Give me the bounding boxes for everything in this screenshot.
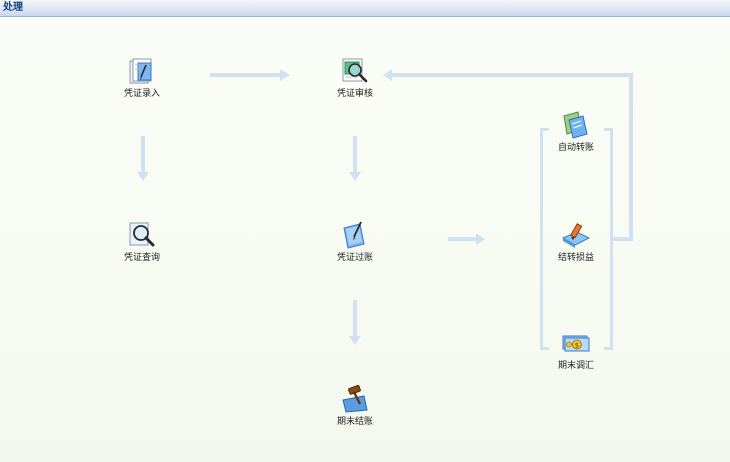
arrow-posting-to-close-head (349, 336, 361, 345)
arrow-feedback-vertical (629, 73, 633, 241)
node-label: 自动转账 (557, 143, 594, 153)
node-voucher-entry[interactable]: 凭证录入 (107, 56, 177, 100)
node-fx-adjust[interactable]: $ 期末调汇 (541, 328, 611, 372)
node-label: 凭证审核 (336, 89, 373, 99)
pen-paper-icon (561, 223, 591, 248)
node-label: 结转损益 (557, 253, 594, 263)
arrow-posting-to-transfer (448, 237, 476, 241)
node-carry-profit-loss[interactable]: 结转损益 (541, 220, 611, 264)
arrow-review-to-posting (353, 136, 357, 172)
node-label: 期末结账 (336, 417, 373, 427)
node-auto-transfer[interactable]: 自动转账 (541, 110, 611, 154)
arrow-entry-to-query (141, 136, 145, 172)
bracket-right-bottom (604, 347, 613, 350)
bracket-left-vertical (540, 128, 543, 350)
node-voucher-query[interactable]: 凭证查询 (107, 220, 177, 264)
document-pen-icon (129, 58, 152, 84)
bracket-right-top (604, 128, 613, 131)
document-magnifier-icon (342, 58, 368, 83)
node-voucher-review[interactable]: 凭证审核 (320, 56, 390, 100)
arrow-entry-to-review (210, 73, 280, 77)
node-label: 凭证过账 (336, 253, 373, 263)
svg-text:$: $ (575, 342, 579, 350)
gavel-icon (342, 384, 368, 413)
window-title: 处理 (3, 2, 23, 13)
magnifier-icon (129, 222, 155, 247)
arrow-posting-to-transfer-head (476, 233, 485, 245)
arrow-feedback-head (383, 69, 392, 81)
document-pencil-icon (343, 221, 365, 249)
node-voucher-posting[interactable]: 凭证过账 (320, 220, 390, 264)
bracket-left-bottom (540, 347, 549, 350)
node-label: 凭证查询 (123, 253, 160, 263)
arrow-entry-to-query-head (137, 172, 149, 181)
node-period-close[interactable]: 期末结账 (320, 384, 390, 428)
arrow-feedback-top (392, 73, 633, 77)
bracket-left-top (540, 128, 549, 131)
node-label: 凭证录入 (123, 89, 160, 99)
bracket-right-vertical (610, 128, 613, 350)
money-icon: $ (562, 335, 590, 352)
node-label: 期末调汇 (557, 361, 594, 371)
arrow-posting-to-close (353, 300, 357, 336)
arrow-entry-to-review-head (280, 69, 290, 81)
books-icon (563, 111, 588, 139)
title-bar: 处理 (0, 0, 730, 17)
arrow-review-to-posting-head (349, 172, 361, 181)
arrow-feedback-stub (613, 237, 633, 241)
